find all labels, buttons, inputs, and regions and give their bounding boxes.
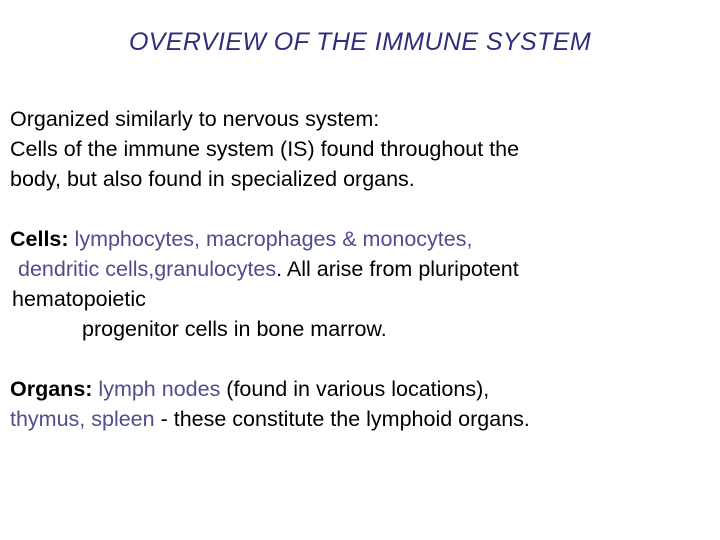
cells-line-4: progenitor cells in bone marrow. [10, 314, 710, 344]
paragraph-organs: Organs: lymph nodes (found in various lo… [10, 374, 710, 434]
slide-body: Organized similarly to nervous system: C… [10, 104, 710, 434]
cells-line-1-highlight: lymphocytes, macrophages & monocytes, [68, 227, 473, 251]
cells-line-3-plain: hematopoietic [12, 287, 146, 311]
cells-line-4-plain: progenitor cells in bone marrow. [82, 317, 387, 341]
organs-line-1-highlight: lymph nodes [92, 377, 221, 401]
cells-label: Cells: [10, 227, 69, 251]
intro-line-2: Cells of the immune system (IS) found th… [10, 137, 520, 161]
organs-line-1-plain: (found in various locations), [220, 377, 490, 401]
paragraph-intro: Organized similarly to nervous system: C… [10, 104, 710, 194]
intro-line-3: body, but also found in specialized orga… [10, 167, 415, 191]
organs-label: Organs: [10, 377, 93, 401]
cells-line-2: dendritic cells,granulocytes. All arise … [10, 254, 710, 284]
organs-line-2: thymus, spleen - these constitute the ly… [10, 404, 710, 434]
organs-line-2-highlight: thymus, spleen [10, 407, 155, 431]
cells-line-1: Cells: lymphocytes, macrophages & monocy… [10, 224, 710, 254]
cells-line-2-highlight: dendritic cells,granulocytes [18, 257, 277, 281]
organs-line-1: Organs: lymph nodes (found in various lo… [10, 374, 710, 404]
intro-line-1: Organized similarly to nervous system: [10, 107, 380, 131]
paragraph-cells: Cells: lymphocytes, macrophages & monocy… [10, 224, 710, 344]
page-title: OVERVIEW OF THE IMMUNE SYSTEM [128, 28, 592, 56]
organs-line-2-plain: - these constitute the lymphoid organs. [154, 407, 530, 431]
cells-line-3: hematopoietic [10, 284, 710, 314]
cells-line-2-plain: . All arise from pluripotent [276, 257, 519, 281]
